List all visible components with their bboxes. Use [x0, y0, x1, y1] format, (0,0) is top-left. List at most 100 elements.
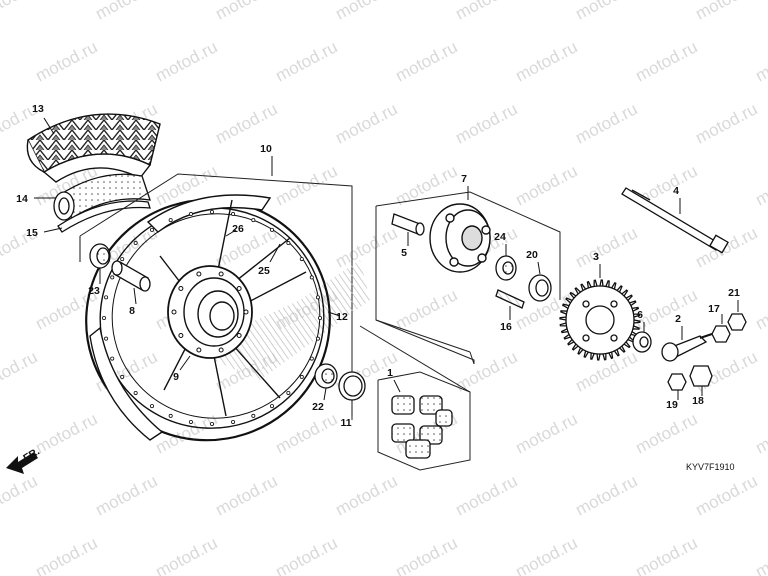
watermark-text: motod.ru [452, 347, 520, 395]
stud-part-16 [495, 289, 525, 309]
hub-hole [178, 333, 184, 339]
watermark-text: motod.ru [212, 471, 280, 519]
rim-spoke-hole [299, 374, 304, 379]
hub-hole [236, 285, 242, 291]
adjuster-part [661, 331, 719, 362]
hub-hole [243, 309, 249, 315]
wheel-part [79, 173, 370, 442]
watermark-text: motod.ru [32, 409, 100, 457]
rim-band-part [57, 200, 151, 233]
callout-18: 18 [692, 395, 704, 407]
watermark-text: motod.ru [692, 0, 760, 24]
callout-19: 19 [666, 399, 678, 411]
watermark-text: motod.ru [0, 471, 40, 519]
rim-spoke-hole [102, 315, 107, 320]
axle-part [621, 187, 729, 254]
watermark-text: motod.ru [332, 0, 400, 24]
callout-23: 23 [88, 285, 100, 297]
rim-spoke-hole [286, 241, 291, 246]
rim-spoke-hole [168, 218, 173, 223]
leader-line [393, 379, 401, 393]
watermark-text: motod.ru [92, 0, 160, 24]
watermark-text: motod.ru [0, 347, 40, 395]
damper-part [391, 395, 453, 459]
rim-spoke-hole [315, 336, 320, 341]
callout-16: 16 [500, 321, 512, 333]
tube-part [53, 173, 151, 221]
watermark-text: motod.ru [692, 99, 760, 147]
bearing-part-22 [314, 363, 338, 389]
rim-spoke-hole [188, 419, 193, 424]
watermark-text: motod.ru [152, 533, 220, 576]
rim-spoke-hole [120, 374, 125, 379]
rim-spoke-hole [120, 257, 125, 262]
rim-spoke-hole [309, 275, 314, 280]
rim-spoke-hole [315, 295, 320, 300]
watermark-text: motod.ru [92, 471, 160, 519]
rim-spoke-hole [286, 390, 291, 395]
rim-spoke-hole [209, 209, 214, 214]
rim-spoke-hole [251, 218, 256, 223]
callout-2: 2 [675, 313, 681, 325]
callout-22: 22 [312, 401, 324, 413]
rim-spoke-hole [168, 413, 173, 418]
callout-26: 26 [232, 223, 244, 235]
bearing-part-23 [89, 243, 111, 269]
leader-line [179, 355, 191, 371]
hub-hole [196, 271, 202, 277]
watermark-text: motod.ru [752, 37, 768, 85]
callout-13: 13 [32, 103, 44, 115]
watermark-text: motod.ru [752, 533, 768, 576]
watermark-text: motod.ru [272, 161, 340, 209]
rim-spoke-hole [317, 315, 322, 320]
callout-24: 24 [494, 231, 506, 243]
rim-spoke-hole [104, 336, 109, 341]
collar-part-6 [632, 331, 652, 353]
watermark-text: motod.ru [452, 0, 520, 24]
rim-spoke-hole [231, 212, 236, 217]
callout-25: 25 [258, 265, 270, 277]
collar-part-5 [391, 213, 425, 236]
watermark-text: motod.ru [272, 533, 340, 576]
rim-spoke-hole [110, 275, 115, 280]
leader-line [269, 243, 281, 263]
callout-7: 7 [461, 173, 467, 185]
collar-part-8 [111, 260, 151, 292]
callout-21: 21 [728, 287, 740, 299]
seal-part-20 [528, 274, 552, 302]
watermark-text: motod.ru [32, 533, 100, 576]
rim-spoke-hole [270, 227, 275, 232]
callout-9: 9 [173, 371, 179, 383]
watermark-text: motod.ru [572, 99, 640, 147]
callout-6: 6 [637, 309, 643, 321]
rim-spoke-hole [209, 421, 214, 426]
watermark-text: motod.ru [512, 409, 580, 457]
rim-spoke-hole [299, 257, 304, 262]
rim-spoke-hole [104, 295, 109, 300]
leader-line [133, 287, 137, 305]
rim-spoke-hole [309, 356, 314, 361]
rim-spoke-hole [133, 390, 138, 395]
front-direction-arrow: FR. [6, 445, 42, 474]
callout-17: 17 [708, 303, 720, 315]
rim-spoke-hole [149, 227, 154, 232]
watermark-text: motod.ru [572, 223, 640, 271]
bearing-part-24 [495, 255, 517, 281]
sprocket-part [559, 279, 641, 361]
watermark-text: motod.ru [512, 161, 580, 209]
watermark-text: motod.ru [212, 99, 280, 147]
leader-line [327, 311, 341, 317]
leader-line [43, 117, 55, 135]
watermark-text: motod.ru [272, 409, 340, 457]
callout-15: 15 [26, 227, 38, 239]
hub-hole [218, 347, 224, 353]
diagram-code: KYV7F1910 [686, 462, 735, 472]
watermark-text: motod.ru [32, 37, 100, 85]
watermark-text: motod.ru [392, 533, 460, 576]
hub-hole [218, 271, 224, 277]
callout-20: 20 [526, 249, 538, 261]
callout-3: 3 [593, 251, 599, 263]
tire-part [26, 113, 161, 183]
watermark-text: motod.ru [332, 471, 400, 519]
